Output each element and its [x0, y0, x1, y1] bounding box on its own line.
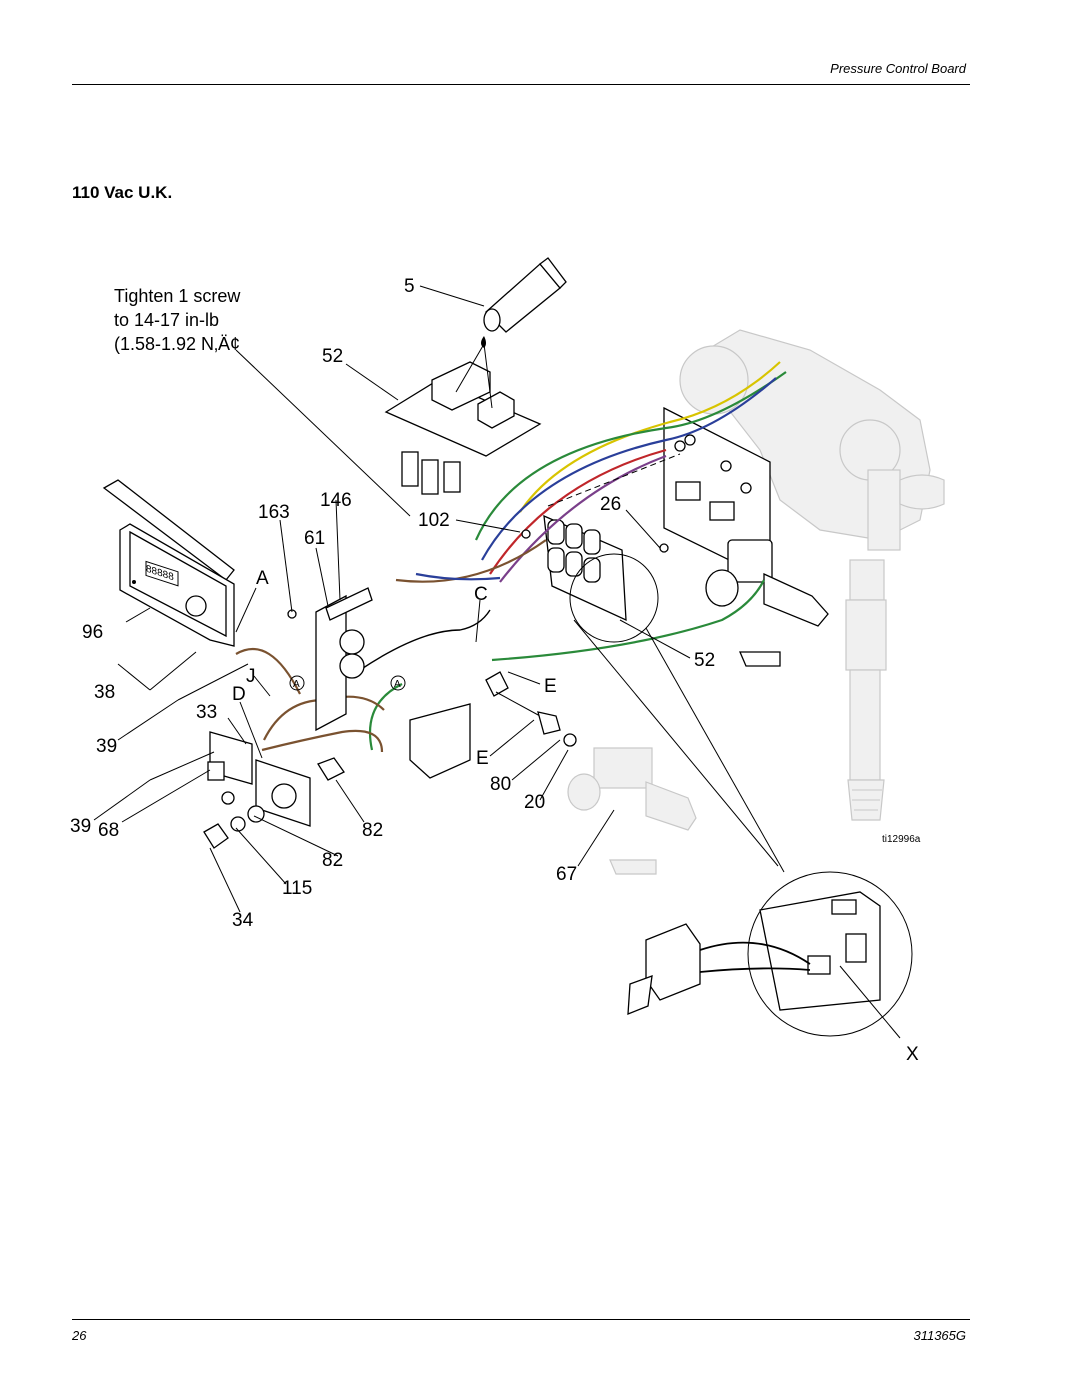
label-163: 163	[258, 502, 290, 523]
label-39a: 39	[96, 736, 117, 757]
label-102: 102	[418, 510, 450, 531]
torque-note-line1: Tighten 1 screw	[114, 286, 241, 306]
pressure-valve	[705, 539, 829, 667]
page-number: 26	[72, 1328, 87, 1343]
capacitor-cluster	[543, 514, 627, 622]
footer-rule	[72, 1319, 970, 1320]
label-146: 146	[320, 490, 352, 511]
label-E2: E	[476, 748, 489, 769]
torque-note-line3: (1.58-1.92 N‚Ä¢	[114, 334, 240, 354]
detail-circle-small	[569, 553, 659, 643]
label-80: 80	[490, 774, 511, 795]
motor-pump-assembly	[663, 329, 945, 821]
label-52a: 52	[322, 346, 343, 367]
header-rule	[72, 84, 970, 85]
label-96: 96	[82, 622, 103, 643]
label-X: X	[906, 1044, 919, 1065]
torque-note-line2: to 14-17 in-lb	[114, 310, 219, 330]
label-39b: 39	[70, 816, 91, 837]
display-box: 88888	[102, 479, 235, 647]
transducer	[485, 671, 577, 747]
label-82b: 82	[322, 850, 343, 871]
label-115: 115	[282, 878, 312, 899]
label-J: J	[246, 666, 256, 687]
label-34: 34	[232, 910, 254, 931]
label-82a: 82	[362, 820, 383, 841]
section-title: 110 Vac U.K.	[72, 183, 173, 202]
figure-id: ti12996a	[882, 834, 921, 845]
connector-marker-right: A	[390, 675, 406, 691]
label-33: 33	[196, 702, 217, 723]
label-E1: E	[544, 676, 557, 697]
label-20: 20	[524, 792, 545, 813]
label-67: 67	[556, 864, 577, 885]
label-C: C	[474, 584, 488, 605]
leader-lines	[93, 285, 901, 1039]
section-header: Pressure Control Board	[830, 61, 966, 76]
compound-tube	[481, 257, 567, 348]
control-board	[384, 343, 542, 495]
label-38: 38	[94, 682, 115, 703]
label-26: 26	[600, 494, 621, 515]
svg-text:A: A	[394, 679, 401, 690]
svg-text:A: A	[293, 679, 300, 690]
document-number: 311365G	[913, 1328, 966, 1343]
screws	[149, 529, 669, 781]
callout-labels: 5 52 163 146 102 26 61 A C 96 J 52 E 38 …	[70, 276, 919, 1065]
label-A: A	[256, 568, 269, 589]
label-5: 5	[404, 276, 415, 297]
label-52b: 52	[694, 650, 715, 671]
mounting-plate	[315, 587, 373, 732]
detail-circle-large	[627, 871, 913, 1037]
label-61: 61	[304, 528, 325, 549]
bracket-e	[409, 703, 471, 779]
switch-pot-assembly	[203, 731, 345, 849]
label-68: 68	[98, 820, 119, 841]
connector-marker-left: A	[289, 675, 305, 691]
label-D: D	[232, 684, 246, 705]
ghost-valve	[567, 747, 697, 875]
wire-harness	[235, 361, 787, 753]
